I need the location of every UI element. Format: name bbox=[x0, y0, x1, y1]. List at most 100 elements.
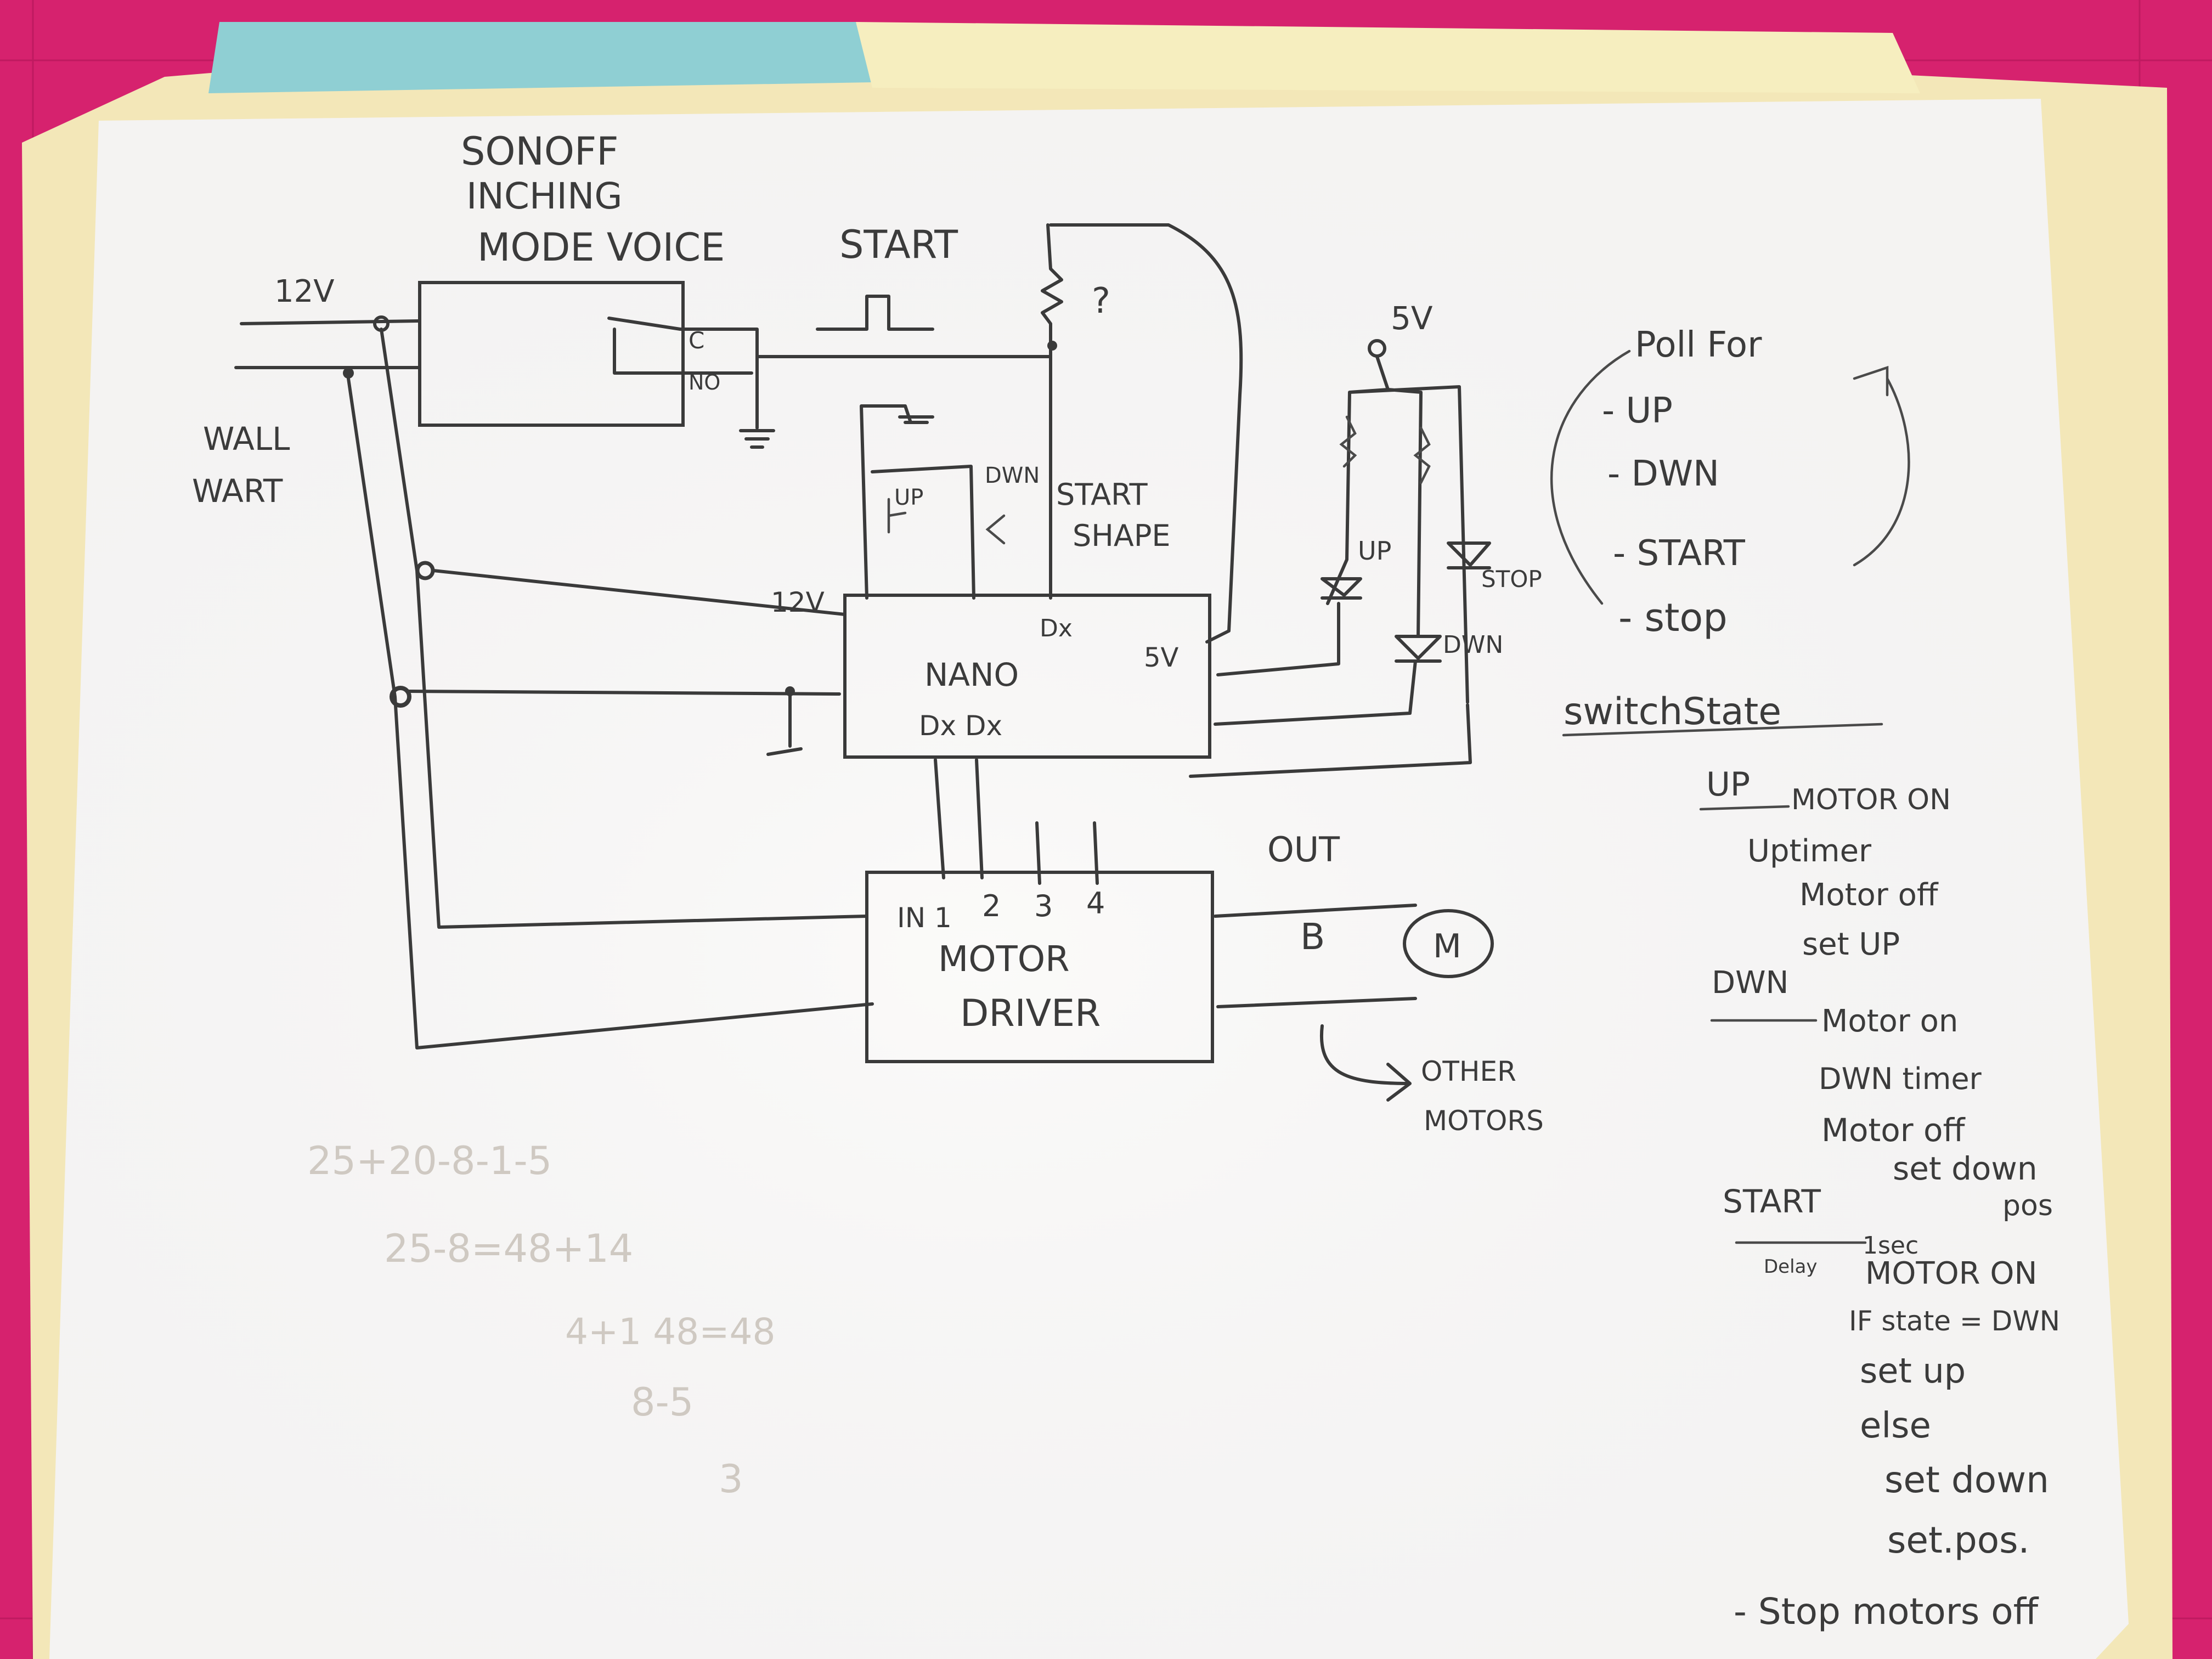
other-motors-arrow bbox=[1319, 1024, 1412, 1102]
driver-channel-b: B bbox=[1300, 916, 1325, 958]
button-bus-wire bbox=[871, 465, 975, 600]
poll-item-dwn: - DWN bbox=[1607, 454, 1719, 494]
dwn-step-4: set down bbox=[1893, 1150, 2038, 1187]
dwn-step-1: Motor on bbox=[1821, 1003, 1958, 1039]
poll-loop-arrow bbox=[1550, 349, 1910, 605]
motor-output-wires bbox=[1214, 904, 1417, 1008]
dwn-button-symbol bbox=[985, 514, 1006, 545]
poll-item-start: - START bbox=[1613, 533, 1746, 574]
start-shape-line2: SHAPE bbox=[1073, 518, 1171, 553]
up-led-resistor bbox=[1339, 415, 1357, 468]
scratch-math-1: 25+20-8-1-5 bbox=[307, 1138, 552, 1183]
start-shape-line1: START bbox=[1056, 477, 1148, 512]
up-step-1: MOTOR ON bbox=[1791, 783, 1951, 816]
question-mark: ? bbox=[1092, 281, 1110, 321]
dwn-button-label: DWN bbox=[985, 463, 1040, 488]
poll-item-up: - UP bbox=[1602, 391, 1673, 431]
other-motors-line2: MOTORS bbox=[1424, 1105, 1544, 1137]
dwn-led bbox=[1395, 635, 1442, 663]
poll-item-stop: - stop bbox=[1618, 595, 1728, 640]
nano-pins-bottom: Dx Dx bbox=[919, 710, 1002, 742]
dwn-step-5: pos bbox=[2002, 1189, 2053, 1222]
start-step-3: IF state = DWN bbox=[1849, 1305, 2060, 1337]
poll-title: Poll For bbox=[1635, 325, 1762, 365]
up-step-2: Uptimer bbox=[1747, 833, 1872, 869]
switch-state-title: switchState bbox=[1564, 690, 1781, 733]
scratch-math-4: 8-5 bbox=[631, 1380, 693, 1425]
supply-rail-wires bbox=[347, 328, 874, 1049]
dwn-led-resistor bbox=[1413, 426, 1431, 484]
dwn-led-label: DWN bbox=[1443, 631, 1503, 659]
start-pulse-label: START bbox=[839, 222, 958, 267]
motor-driver-box bbox=[865, 871, 1214, 1063]
up-step-4: set UP bbox=[1802, 927, 1900, 962]
start-step-6: set down bbox=[1884, 1459, 2049, 1501]
wall-wart-line2: WART bbox=[192, 472, 283, 510]
start-delay: Delay bbox=[1764, 1256, 1818, 1278]
sonoff-relay-box bbox=[418, 281, 685, 427]
folder-tab-2 bbox=[856, 22, 1920, 93]
nano-pin-dx-top: Dx bbox=[1040, 614, 1073, 642]
stop-line: - Stop motors off bbox=[1734, 1590, 2039, 1633]
up-button-label: UP bbox=[894, 485, 923, 510]
start-step-1: 1sec bbox=[1863, 1232, 1918, 1260]
stop-led-label: STOP bbox=[1481, 566, 1542, 592]
relay-contact-wires bbox=[607, 317, 759, 430]
up-step-3: Motor off bbox=[1799, 877, 1939, 913]
sonoff-label-line2: INCHING bbox=[466, 175, 623, 217]
scratch-math-2: 25-8=48+14 bbox=[384, 1226, 633, 1271]
up-led bbox=[1321, 577, 1362, 600]
supply-input-wires bbox=[234, 319, 421, 369]
relay-contact-c: C bbox=[689, 327, 704, 354]
start-pulse-symbol bbox=[816, 295, 934, 331]
button-ground-symbol bbox=[898, 415, 934, 424]
nano-led-wires bbox=[1189, 602, 1472, 778]
relay-contact-no: NO bbox=[689, 370, 720, 394]
driver-input-3: 3 bbox=[1034, 889, 1053, 923]
pullup-resistor bbox=[1041, 223, 1063, 600]
dwn-heading: DWN bbox=[1712, 965, 1788, 1001]
dwn-step-3: Motor off bbox=[1821, 1111, 1966, 1149]
button-common-wire bbox=[860, 404, 912, 600]
start-junction bbox=[1047, 341, 1057, 351]
start-step-5: else bbox=[1860, 1406, 1931, 1446]
folder-tab bbox=[208, 22, 872, 93]
motor-label: M bbox=[1433, 927, 1462, 966]
relay-ground-symbol bbox=[739, 429, 775, 449]
scratch-math-5: 3 bbox=[719, 1457, 743, 1502]
sonoff-label-line1: SONOFF bbox=[461, 129, 619, 174]
driver-input-1: IN 1 bbox=[897, 902, 952, 934]
nano-board bbox=[843, 594, 1211, 759]
motor-symbol bbox=[1403, 909, 1494, 978]
paper-sheen bbox=[49, 99, 2129, 1659]
start-heading: START bbox=[1723, 1183, 1821, 1220]
up-button-symbol bbox=[887, 498, 907, 534]
driver-title-line1: MOTOR bbox=[938, 939, 1070, 980]
driver-input-2: 2 bbox=[982, 889, 1001, 923]
start-step-4: set up bbox=[1860, 1351, 1966, 1391]
start-step-7: set.pos. bbox=[1887, 1519, 2030, 1561]
nano-title: NANO bbox=[924, 656, 1019, 693]
start-step-2: MOTOR ON bbox=[1865, 1256, 2037, 1291]
sonoff-label-line3: MODE VOICE bbox=[477, 225, 725, 270]
up-underline bbox=[1699, 805, 1790, 811]
rail-5v-label: 5V bbox=[1391, 300, 1433, 337]
up-heading: UP bbox=[1706, 765, 1750, 804]
up-led-label: UP bbox=[1358, 536, 1391, 566]
scratch-math-3: 4+1 48=48 bbox=[565, 1311, 776, 1353]
switch-state-underline bbox=[1562, 723, 1883, 737]
nano-pin-12v: 12V bbox=[771, 586, 825, 618]
driver-input-4: 4 bbox=[1086, 886, 1105, 921]
driver-title-line2: DRIVER bbox=[960, 992, 1101, 1035]
supply-junction-2 bbox=[343, 368, 354, 379]
wall-wart-line1: WALL bbox=[203, 420, 290, 458]
nano-power-wires bbox=[407, 569, 847, 696]
driver-output-label: OUT bbox=[1267, 830, 1340, 870]
stop-led bbox=[1447, 541, 1491, 569]
dwn-step-2: DWN timer bbox=[1819, 1062, 1982, 1096]
junction-gnd-nano bbox=[390, 686, 411, 708]
nano-pin-5v: 5V bbox=[1144, 642, 1179, 673]
driver-input-wires bbox=[934, 758, 1099, 885]
other-motors-line1: OTHER bbox=[1421, 1056, 1516, 1087]
